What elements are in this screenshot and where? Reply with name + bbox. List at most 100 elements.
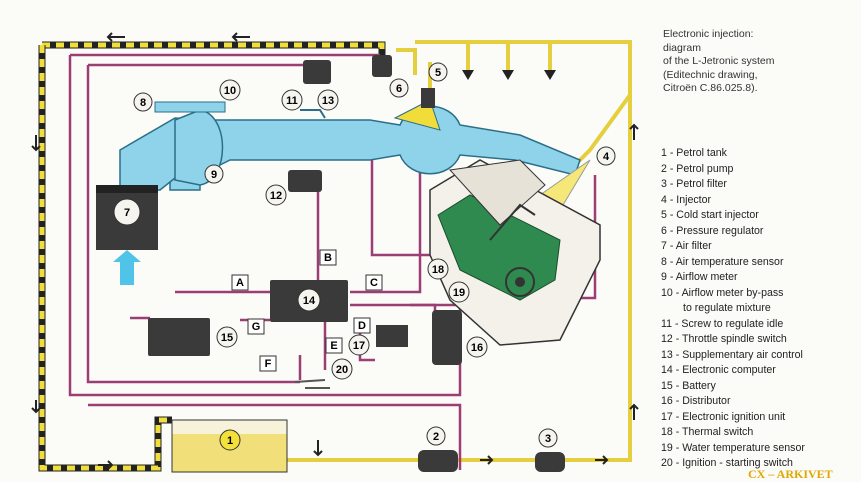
- wiring-harness: [68, 53, 597, 470]
- connector-d-box: [353, 317, 371, 334]
- component-legend: 1 - Petrol tank 2 - Petrol pump 3 - Petr…: [661, 146, 861, 472]
- callout-19: [448, 281, 470, 303]
- legend-item: 14 - Electronic computer: [661, 364, 776, 376]
- connector-g: G: [252, 321, 261, 333]
- throttle-spindle-switch: [288, 170, 322, 192]
- callout-9: [204, 164, 224, 184]
- callout-14: [297, 288, 321, 312]
- legend-item: 17 - Electronic ignition unit: [661, 410, 786, 423]
- electronic-ignition-unit: [376, 325, 408, 347]
- callout-3: [538, 428, 558, 448]
- callout-17-label: 17: [353, 340, 365, 352]
- caption-line: of the L-Jetronic system: [663, 55, 775, 67]
- callout-6-label: 6: [396, 83, 402, 95]
- callout-2-label: 2: [433, 431, 439, 443]
- callout-15: [216, 326, 238, 348]
- connector-c-box: [365, 274, 383, 291]
- legend-item: 15 - Battery: [661, 379, 716, 392]
- legend-item: 8 - Air temperature sensor: [661, 255, 784, 268]
- callout-5: [428, 62, 448, 82]
- callout-16-label: 16: [471, 342, 483, 354]
- legend-item: 3 - Petrol filter: [661, 178, 727, 190]
- connector-b-box: [319, 249, 337, 266]
- legend-item: 12 - Throttle spindle switch: [661, 333, 787, 345]
- callout-13-label: 13: [322, 95, 334, 107]
- legend-item: 5 - Cold start injector: [661, 209, 759, 221]
- connector-e-box: [325, 337, 343, 354]
- callout-15-label: 15: [221, 332, 233, 344]
- callout-2: [426, 426, 446, 446]
- flow-arrows: [31, 32, 639, 470]
- caption-line: diagram: [663, 41, 701, 54]
- callout-7-label: 7: [124, 207, 130, 219]
- callout-14-label: 14: [303, 295, 316, 307]
- legend-item: 19 - Water temperature sensor: [661, 441, 805, 454]
- callout-3-label: 3: [545, 433, 551, 445]
- cold-start-injector: [421, 88, 435, 108]
- caption-line: Citroën C.86.025.8).: [663, 82, 758, 94]
- callout-6: [389, 78, 409, 98]
- engine-block: [429, 159, 601, 346]
- legend-item: 6 - Pressure regulator: [661, 224, 764, 237]
- legend-item: 11 - Screw to regulate idle: [661, 317, 784, 330]
- legend-item: 18 - Thermal switch: [661, 426, 754, 438]
- callout-4: [596, 146, 616, 166]
- connector-a: A: [236, 277, 244, 289]
- connector-b: B: [324, 252, 332, 264]
- callout-11-label: 11: [286, 95, 298, 107]
- petrol-pump: [418, 450, 458, 472]
- connector-f-box: [259, 355, 277, 372]
- connector-c: C: [370, 277, 378, 289]
- callout-11: [281, 89, 303, 111]
- watermark: CX – ARKIVET: [748, 467, 833, 481]
- callout-8: [133, 92, 153, 112]
- legend-item: 7 - Air filter: [661, 240, 712, 252]
- caption-line: (Editechnic drawing,: [663, 68, 758, 81]
- connector-f: F: [265, 358, 272, 370]
- callout-18-label: 18: [432, 264, 444, 276]
- legend-item: 2 - Petrol pump: [661, 162, 734, 175]
- callout-1: [219, 429, 241, 451]
- component-callouts: 1 2 3 4 5 6 7 8 9 10 11 12 13 14 15 16 1…: [113, 62, 616, 451]
- legend-item: 1 - Petrol tank: [661, 147, 727, 159]
- legend-item: to regulate mixture: [683, 302, 771, 314]
- callout-1-label: 1: [227, 435, 233, 447]
- connector-e: E: [330, 340, 337, 352]
- callout-4-label: 4: [603, 151, 610, 163]
- legend-item: 10 - Airflow meter by-pass: [661, 286, 784, 299]
- legend-item: 9 - Airflow meter: [661, 271, 738, 283]
- legend-item: 4 - Injector: [661, 193, 712, 206]
- callout-5-label: 5: [435, 67, 441, 79]
- battery: [148, 318, 210, 356]
- callout-13: [317, 89, 339, 111]
- callout-12: [265, 184, 287, 206]
- callout-9-label: 9: [211, 169, 217, 181]
- connector-a-box: [231, 274, 249, 291]
- callout-7: [113, 198, 141, 226]
- callout-10: [219, 79, 241, 101]
- callout-8-label: 8: [140, 97, 146, 109]
- pressure-regulator: [372, 55, 392, 77]
- diagram-caption: Electronic injection: diagram of the L-J…: [663, 28, 853, 96]
- connector-labels: A B C D E F G: [231, 249, 383, 372]
- legend-item: 13 - Supplementary air control: [661, 348, 803, 361]
- callout-16: [466, 336, 488, 358]
- callout-17: [348, 334, 370, 356]
- callout-10-label: 10: [224, 85, 236, 97]
- connector-d: D: [358, 320, 366, 332]
- injector-arrows: [462, 70, 556, 80]
- callout-12-label: 12: [270, 190, 282, 202]
- caption-line: Electronic injection:: [663, 28, 754, 40]
- petrol-filter: [535, 452, 565, 472]
- legend-item: 16 - Distributor: [661, 395, 731, 407]
- callout-18: [427, 258, 449, 280]
- callout-19-label: 19: [453, 287, 465, 299]
- callout-20-label: 20: [336, 364, 348, 376]
- distributor: [432, 310, 462, 365]
- callout-20: [331, 358, 353, 380]
- ignition-switch: [294, 379, 330, 389]
- connector-g-box: [247, 318, 265, 335]
- legend-item: 20 - Ignition - starting switch: [661, 457, 793, 469]
- supplementary-air-control: [300, 60, 331, 119]
